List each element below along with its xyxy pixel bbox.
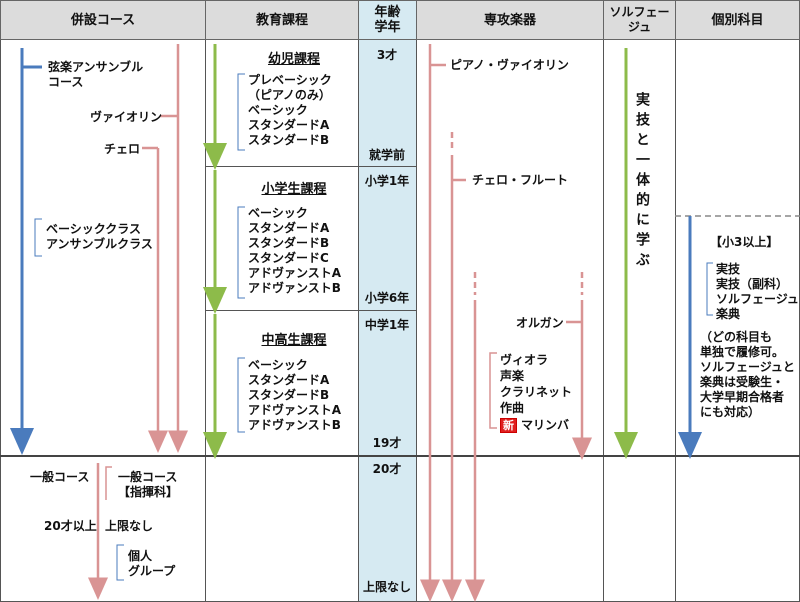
grid-line (675, 40, 676, 602)
age-19-label: 19才 (372, 436, 402, 450)
grid-line (0, 455, 800, 457)
arrow-individual-subjects (675, 215, 800, 459)
grid-line (416, 40, 417, 602)
junior-high-course-items: ベーシック スタンダードA スタンダードB アドヴァンストA アドヴァンストB (248, 358, 342, 432)
age-3-label: 3才 (376, 48, 398, 62)
general-course-label: 一般コース (30, 470, 90, 484)
junior-high-course-title: 中高生課程 (261, 333, 327, 348)
age-limit-label: 20才以上 上限なし (44, 519, 154, 533)
grid-line (205, 310, 416, 311)
junior-high-1-label: 中学1年 (364, 318, 410, 332)
arrow-strings-course (10, 48, 42, 455)
age-20-label: 20才 (372, 462, 402, 476)
strings-ensemble-course-label: 弦楽アンサンブル コース (48, 60, 144, 89)
elementary-course-items: ベーシック スタンダードA スタンダードB スタンダードC アドヴァンストA ア… (248, 206, 342, 295)
header-major-instrument: 専攻楽器 (416, 0, 604, 40)
grade3-label: 【小3以上】 (710, 235, 779, 249)
solfege-vertical-text: 実技と一体的に学ぶ (634, 92, 650, 272)
header-age-grade: 年齢 学年 (358, 0, 417, 40)
marimba-row: 新マリンバ (500, 418, 569, 433)
grid-line (0, 40, 1, 602)
arrows-instruments (420, 44, 592, 602)
header-affiliated-course: 併設コース (0, 0, 206, 40)
piano-violin-label: ピアノ・ヴァイオリン (450, 58, 569, 72)
marimba-label: マリンバ (521, 418, 570, 432)
organ-label: オルガン (516, 316, 564, 330)
basic-class-label: ベーシッククラス アンサンブルクラス (46, 222, 153, 251)
bracket-basic-class (34, 218, 42, 257)
cello-label: チェロ (104, 142, 141, 156)
violin-label: ヴァイオリン (90, 110, 163, 124)
grade1-label: 小学1年 (364, 174, 410, 188)
grid-line (603, 40, 604, 602)
elementary-course-title: 小学生課程 (261, 182, 327, 197)
preschool-label: 就学前 (368, 148, 405, 162)
general-conducting-label: 一般コース 【指揮科】 (118, 470, 179, 499)
bracket-conducting (105, 466, 112, 500)
arrows-col1-pink (88, 44, 188, 600)
individual-group-label: 個人 グループ (128, 549, 176, 578)
individual-subjects-list: 実技 実技（副科） ソルフェージュ 楽典 (716, 262, 799, 321)
cello-flute-label: チェロ・フルート (472, 173, 569, 187)
individual-subjects-note: （どの科目も 単独で履修可。 ソルフェージュと 楽典は受験生・ 大学早期合格者 … (700, 330, 795, 419)
header-curriculum: 教育課程 (205, 0, 359, 40)
grid-line (205, 166, 416, 167)
header-individual-subjects: 個別科目 (675, 0, 800, 40)
grid-line (205, 40, 206, 602)
bracket-others (489, 352, 497, 429)
new-badge: 新 (500, 418, 517, 433)
header-solfege: ソルフェー ジュ (603, 0, 676, 40)
bracket-individual (116, 544, 124, 581)
grid-line (358, 40, 359, 602)
kids-course-title: 幼児課程 (267, 52, 320, 67)
age-column-background (358, 40, 416, 602)
grade6-label: 小学6年 (364, 291, 410, 305)
kids-course-items: プレベーシック （ピアノのみ） ベーシック スタンダードA スタンダードB (248, 73, 332, 147)
brackets-curriculum (237, 73, 245, 433)
other-instruments-label: ヴィオラ 声楽 クラリネット 作曲 (500, 353, 573, 415)
no-limit-label: 上限なし (362, 580, 411, 594)
